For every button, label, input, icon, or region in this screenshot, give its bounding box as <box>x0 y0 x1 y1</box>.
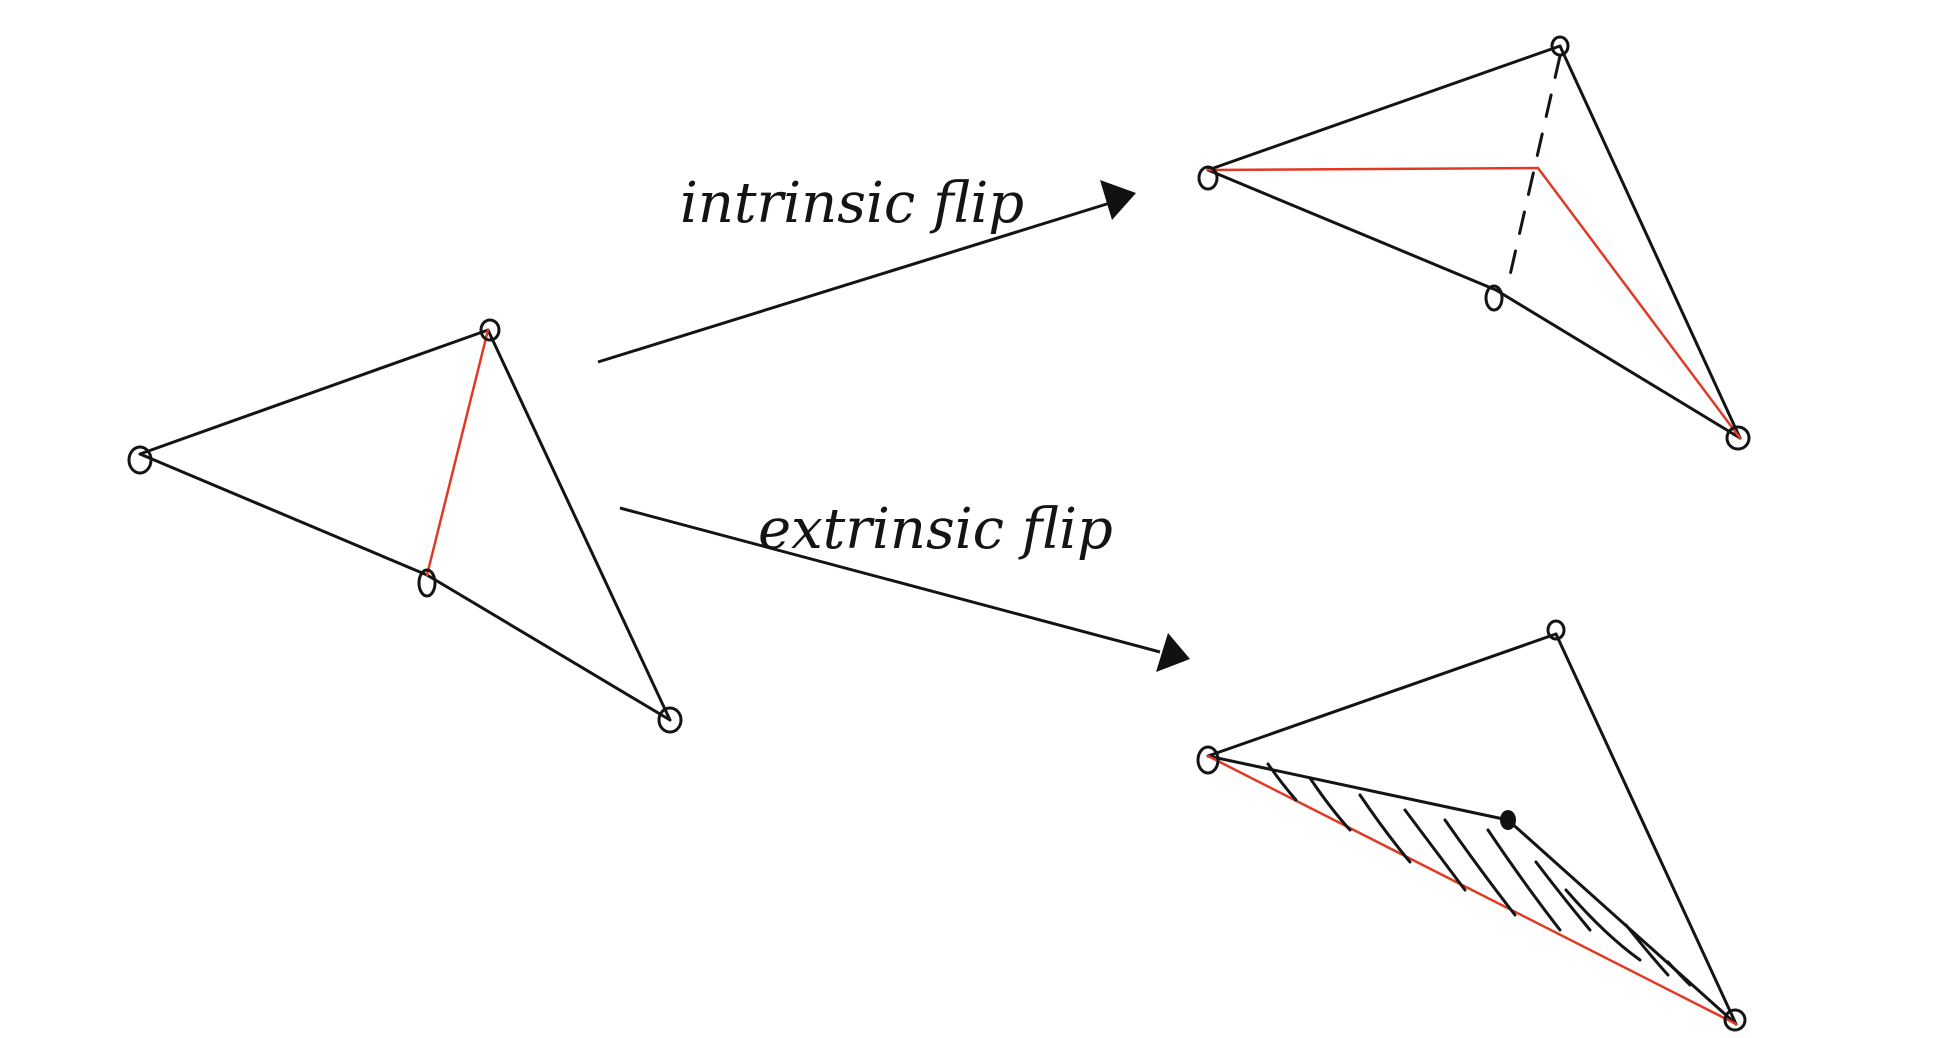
arrow-head-intrinsic <box>1100 180 1136 220</box>
extrinsic-flip-label: extrinsic flip <box>758 497 1113 562</box>
vertex-left <box>1196 745 1220 775</box>
edge-left-mid <box>1206 168 1498 292</box>
edge-left-top <box>138 328 490 456</box>
vertex-right <box>1723 1008 1747 1032</box>
dashed-original-edge <box>1506 54 1562 286</box>
edge-red-intrinsic <box>1206 166 1742 440</box>
hatched-region <box>1266 762 1692 987</box>
edge-top-right <box>486 328 672 722</box>
intrinsic-flip-label: intrinsic flip <box>680 171 1024 236</box>
arrow-head-extrinsic <box>1156 633 1190 672</box>
edge-left-top <box>1206 632 1558 758</box>
vertex-mid <box>1484 284 1504 312</box>
intrinsic-arrow <box>597 180 1136 364</box>
vertex-left <box>127 445 153 475</box>
edge-top-right <box>1554 632 1738 1026</box>
vertex-mid-filled <box>1500 810 1516 830</box>
extrinsic-arrow <box>619 506 1190 672</box>
intrinsic-mesh <box>1197 35 1751 451</box>
edge-mid-right <box>425 573 672 722</box>
vertex-left <box>1197 165 1219 191</box>
edge-red-diagonal <box>425 328 490 577</box>
edge-left-mid <box>1206 754 1510 822</box>
edge-mid-right <box>1494 288 1742 440</box>
vertex-top <box>479 318 501 342</box>
edge-red-extrinsic <box>1206 754 1738 1026</box>
edge-top-right <box>1558 44 1742 440</box>
vertex-mid <box>417 568 437 598</box>
vertex-top <box>1546 619 1566 641</box>
edge-left-top <box>1206 44 1562 172</box>
extrinsic-mesh <box>1196 619 1747 1032</box>
original-mesh <box>127 318 683 734</box>
vertex-right <box>1725 425 1751 451</box>
vertex-top <box>1550 35 1570 57</box>
edge-left-mid <box>138 452 429 577</box>
edge-mid-right <box>1506 818 1738 1026</box>
vertex-right <box>657 706 683 734</box>
